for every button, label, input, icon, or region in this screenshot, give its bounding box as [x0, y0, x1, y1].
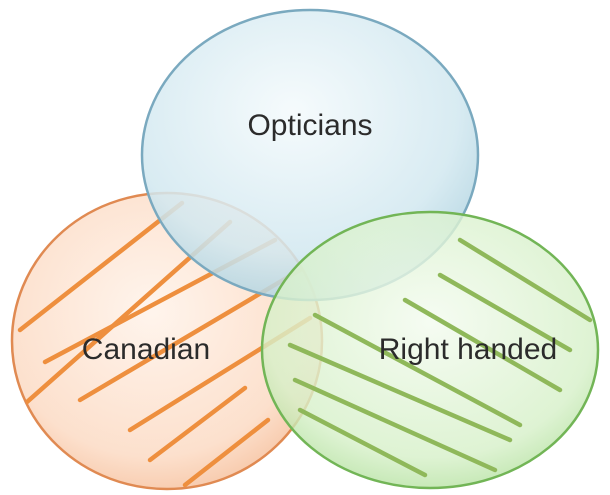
set-right-handed — [260, 210, 600, 490]
canadian-label: Canadian — [82, 333, 210, 366]
opticians-label: Opticians — [247, 109, 372, 142]
right-handed-label: Right handed — [379, 333, 557, 366]
set-right-handed-hatch — [287, 237, 593, 478]
set-right-handed-circle — [260, 210, 600, 490]
set-canadian-hatch — [15, 200, 313, 488]
